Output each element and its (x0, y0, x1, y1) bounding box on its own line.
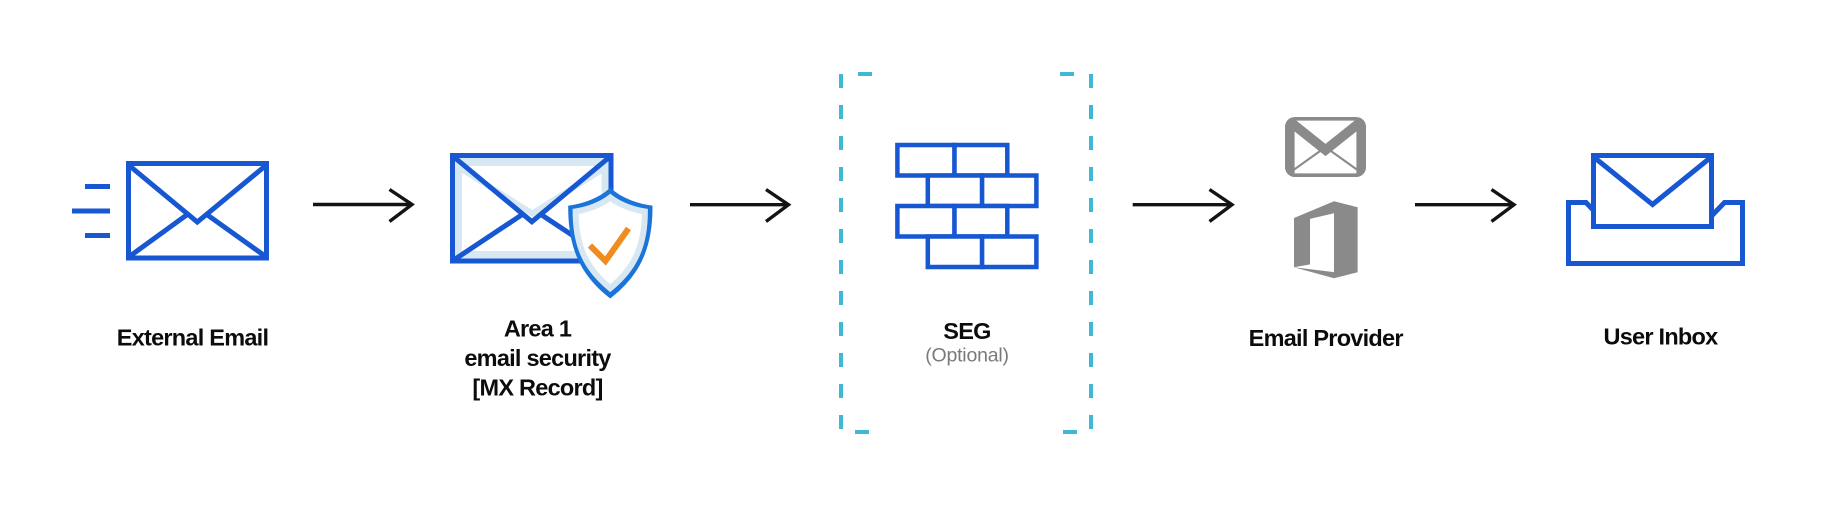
svg-text:External Email: External Email (117, 325, 268, 351)
svg-text:[MX Record]: [MX Record] (472, 375, 602, 401)
svg-text:email security: email security (464, 345, 611, 371)
svg-text:User Inbox: User Inbox (1604, 324, 1719, 350)
svg-text:Email Provider: Email Provider (1249, 325, 1404, 351)
svg-text:Area 1: Area 1 (504, 316, 572, 342)
svg-text:SEG: SEG (943, 318, 990, 344)
svg-text:(Optional): (Optional) (925, 345, 1009, 367)
